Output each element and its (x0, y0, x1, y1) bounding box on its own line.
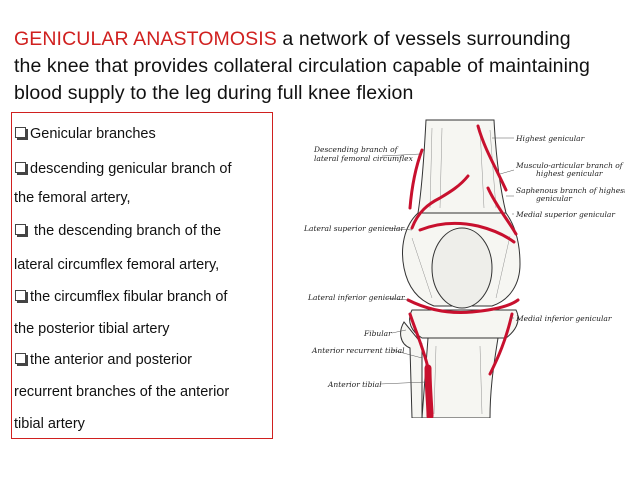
bullet-item-descending-genicular: descending genicular branch of (14, 158, 232, 180)
bullet-item-genicular-branches: Genicular branches (14, 123, 156, 145)
bullet-line-continued: lateral circumflex femoral artery, (14, 257, 220, 273)
heading-title: GENICULAR ANASTOMOSIS (14, 28, 277, 50)
label-descending-branch-cont: lateral femoral circumflex (314, 154, 414, 163)
diagram-labels: Descending branch of lateral femoral cir… (303, 134, 625, 389)
label-descending-branch: Descending branch of (313, 145, 399, 154)
bone-hatching (411, 127, 511, 415)
heading-line-2: the knee that provides collateral circul… (14, 55, 590, 77)
label-saphenous-branch-cont: genicular (536, 194, 572, 203)
label-musculo-articular-cont: highest genicular (536, 169, 603, 178)
slide-heading: GENICULAR ANASTOMOSIS a network of vesse… (14, 26, 626, 107)
bullet-item-circumflex-fibular: the circumflex fibular branch of (14, 286, 227, 308)
heading-definition: a network of vessels surrounding (276, 28, 571, 50)
label-lateral-inferior-genicular: Lateral inferior genicular (307, 293, 405, 302)
label-medial-superior-genicular: Medial superior genicular (515, 210, 615, 219)
heading-line-3: blood supply to the leg during full knee… (14, 82, 414, 104)
checkbox-icon (15, 162, 26, 173)
checkbox-icon (15, 224, 26, 235)
label-musculo-articular: Musculo-articular branch of (515, 161, 624, 170)
bullet-line-continued: the posterior tibial artery (14, 321, 170, 337)
label-anterior-recurrent-tibial: Anterior recurrent tibial (311, 346, 405, 355)
checkbox-icon (15, 290, 26, 301)
label-highest-genicular: Highest genicular (515, 134, 585, 143)
heading-line-1: GENICULAR ANASTOMOSIS a network of vesse… (14, 26, 626, 53)
bullet-item-recurrent-branches: the anterior and posterior (14, 349, 192, 371)
label-lateral-superior-genicular: Lateral superior genicular (303, 224, 405, 233)
label-saphenous-branch: Saphenous branch of highest (516, 186, 625, 195)
checkbox-icon (15, 127, 26, 138)
label-medial-inferior-genicular: Medial inferior genicular (515, 314, 612, 323)
bullet-box: Genicular branches descending genicular … (11, 112, 273, 439)
artery-network (406, 124, 520, 418)
bullet-line-continued: tibial artery (14, 416, 85, 432)
bullet-line-continued: the femoral artery, (14, 190, 131, 206)
diagram-leader-lines (379, 137, 515, 385)
checkbox-icon (15, 353, 26, 364)
label-fibular: Fibular (363, 329, 392, 338)
bullet-line-continued: recurrent branches of the anterior (14, 384, 230, 400)
knee-anastomosis-diagram: Descending branch of lateral femoral cir… (303, 119, 625, 418)
label-anterior-tibial: Anterior tibial (327, 380, 382, 389)
bullet-item-lateral-circumflex: the descending branch of the (14, 220, 221, 242)
